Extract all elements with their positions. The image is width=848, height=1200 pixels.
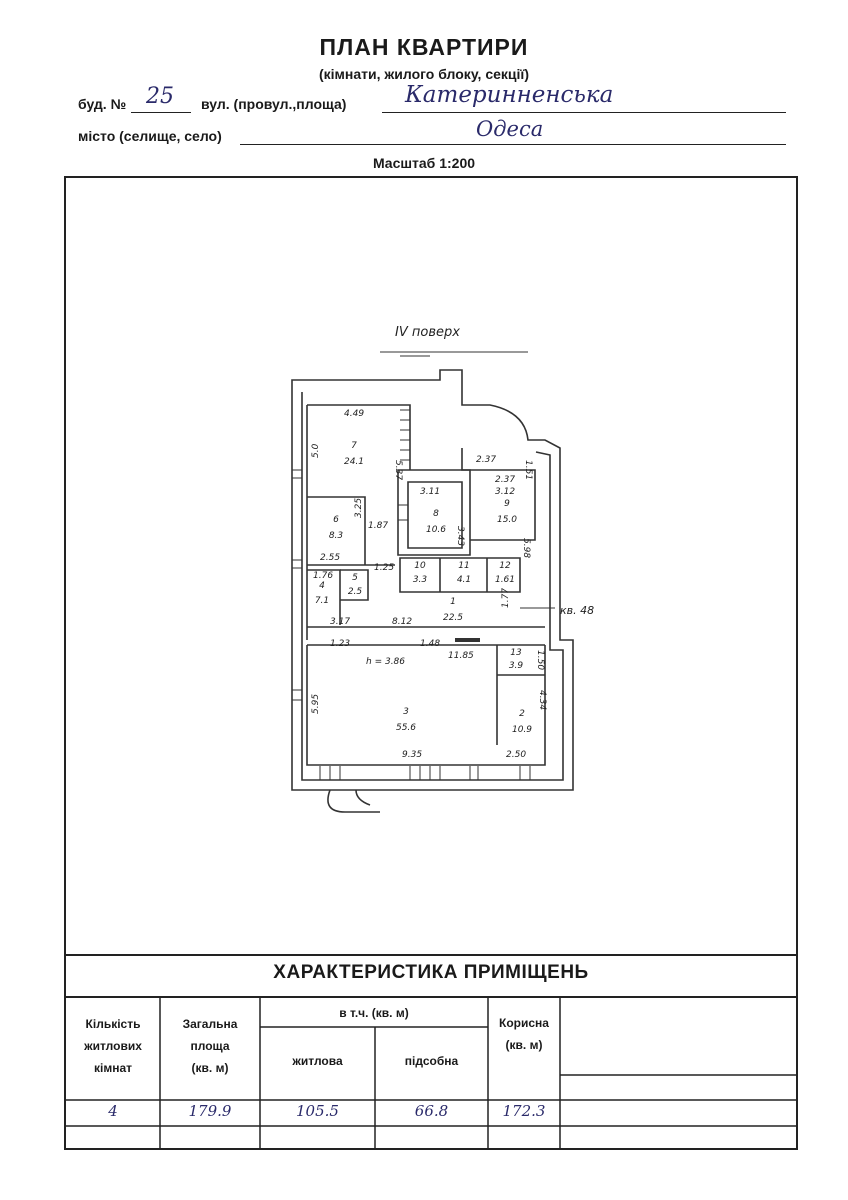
header-line: площа <box>190 1039 230 1053</box>
header-line: житлових <box>84 1039 142 1053</box>
dimension-label: 1.87 <box>368 521 388 531</box>
dimension-label: 8.12 <box>392 617 412 627</box>
city-underline <box>240 144 786 145</box>
street-value: Катеринненська <box>405 82 614 108</box>
room-number: 2 <box>519 709 525 719</box>
dimension-label: 1.77 <box>501 588 511 608</box>
building-underline <box>131 112 191 113</box>
room-number: 12 <box>499 561 511 571</box>
dimension-label: 3.43 <box>455 526 465 546</box>
dimension-label: 3.25 <box>354 498 364 518</box>
page-title: ПЛАН КВАРТИРИ <box>319 34 529 60</box>
value-useful-area: 172.3 <box>502 1102 546 1120</box>
dimension-label: 4.34 <box>537 690 547 710</box>
building-number: 25 <box>146 84 174 109</box>
room-area: 4.1 <box>457 575 471 585</box>
header-living: житлова <box>292 1054 343 1068</box>
dimension-label: 1.50 <box>535 650 545 670</box>
page-subtitle: (кімнати, жилого блоку, секції) <box>318 66 530 82</box>
room-area: 3.3 <box>413 575 428 585</box>
header-line: Корисна <box>499 1016 549 1030</box>
room-area: 55.6 <box>396 723 416 733</box>
street-underline <box>382 112 786 113</box>
value-total-area: 179.9 <box>188 1102 232 1120</box>
header-line: Загальна <box>182 1017 238 1031</box>
room-area: 1.61 <box>495 575 515 585</box>
room-number: 6 <box>333 515 339 525</box>
room-number: 9 <box>504 499 510 509</box>
value-living-area: 105.5 <box>296 1102 339 1120</box>
city-value: Одеса <box>476 117 544 141</box>
header-line: (кв. м) <box>505 1038 543 1052</box>
room-number: 1 <box>450 597 456 607</box>
value-auxiliary-area: 66.8 <box>414 1102 449 1120</box>
room-area: 15.0 <box>497 515 517 525</box>
room-area: 24.1 <box>344 457 364 467</box>
header-line: (кв. м) <box>191 1061 229 1075</box>
dimension-label: 5.95 <box>311 694 321 714</box>
dimension-label: 5.0 <box>311 443 321 458</box>
city-label: місто (селище, село) <box>78 128 222 144</box>
plan-frame <box>64 176 798 1150</box>
dimension-label: 1.23 <box>330 639 350 649</box>
building-label: буд. № <box>78 96 127 112</box>
room-number: 5 <box>352 573 358 583</box>
dimension-label: 5.37 <box>393 460 403 480</box>
dimension-label: 3.11 <box>420 487 440 497</box>
characteristics-title: ХАРАКТЕРИСТИКА ПРИМІЩЕНЬ <box>273 962 589 983</box>
room-area: 7.1 <box>315 596 329 606</box>
dimension-label: 9.35 <box>402 750 422 760</box>
header-auxiliary: підсобна <box>404 1054 459 1068</box>
room-number: 10 <box>414 561 426 571</box>
dimension-label: h = 3.86 <box>366 657 405 667</box>
apartment-label: кв. 48 <box>560 604 594 617</box>
room-area: 10.6 <box>426 525 446 535</box>
dimension-label: 11.85 <box>448 651 474 661</box>
header-rooms-count: Кількість житлових кімнат <box>66 1013 160 1079</box>
room-number: 13 <box>510 648 522 658</box>
room-area: 2.5 <box>348 587 363 597</box>
room-number: 4 <box>319 581 325 591</box>
dimension-label: 2.37 <box>476 455 496 465</box>
dimension-label: 2.55 <box>320 553 340 563</box>
room-number: 7 <box>351 441 357 451</box>
dimension-label: 1.76 <box>313 571 333 581</box>
dimension-label: 3.12 <box>495 487 515 497</box>
floor-label: IV поверх <box>395 325 460 340</box>
header-including: в т.ч. (кв. м) <box>339 1006 409 1020</box>
dimension-label: 3.17 <box>330 617 350 627</box>
room-number: 8 <box>433 509 439 519</box>
room-area: 3.9 <box>509 661 524 671</box>
room-number: 3 <box>403 707 409 717</box>
dimension-label: 4.49 <box>344 409 364 419</box>
value-rooms-count: 4 <box>108 1102 118 1120</box>
room-area: 10.9 <box>512 725 532 735</box>
dimension-label: 1.51 <box>523 460 533 480</box>
room-area: 22.5 <box>443 613 463 623</box>
scale-label: Масштаб 1:200 <box>372 155 476 171</box>
dimension-label: 2.50 <box>506 750 526 760</box>
room-area: 8.3 <box>329 531 344 541</box>
header-line: кімнат <box>93 1061 132 1075</box>
header-line: Кількість <box>85 1017 141 1031</box>
room-number: 11 <box>458 561 469 571</box>
header-total-area: Загальна площа (кв. м) <box>160 1013 260 1079</box>
dimension-label: 2.37 <box>495 475 515 485</box>
header-useful-area: Корисна (кв. м) <box>488 1012 560 1056</box>
dimension-label: 5.98 <box>521 538 531 558</box>
street-label: вул. (провул.,площа) <box>201 96 347 112</box>
dimension-label: 1.48 <box>420 639 440 649</box>
dimension-label: 1.25 <box>374 563 394 573</box>
